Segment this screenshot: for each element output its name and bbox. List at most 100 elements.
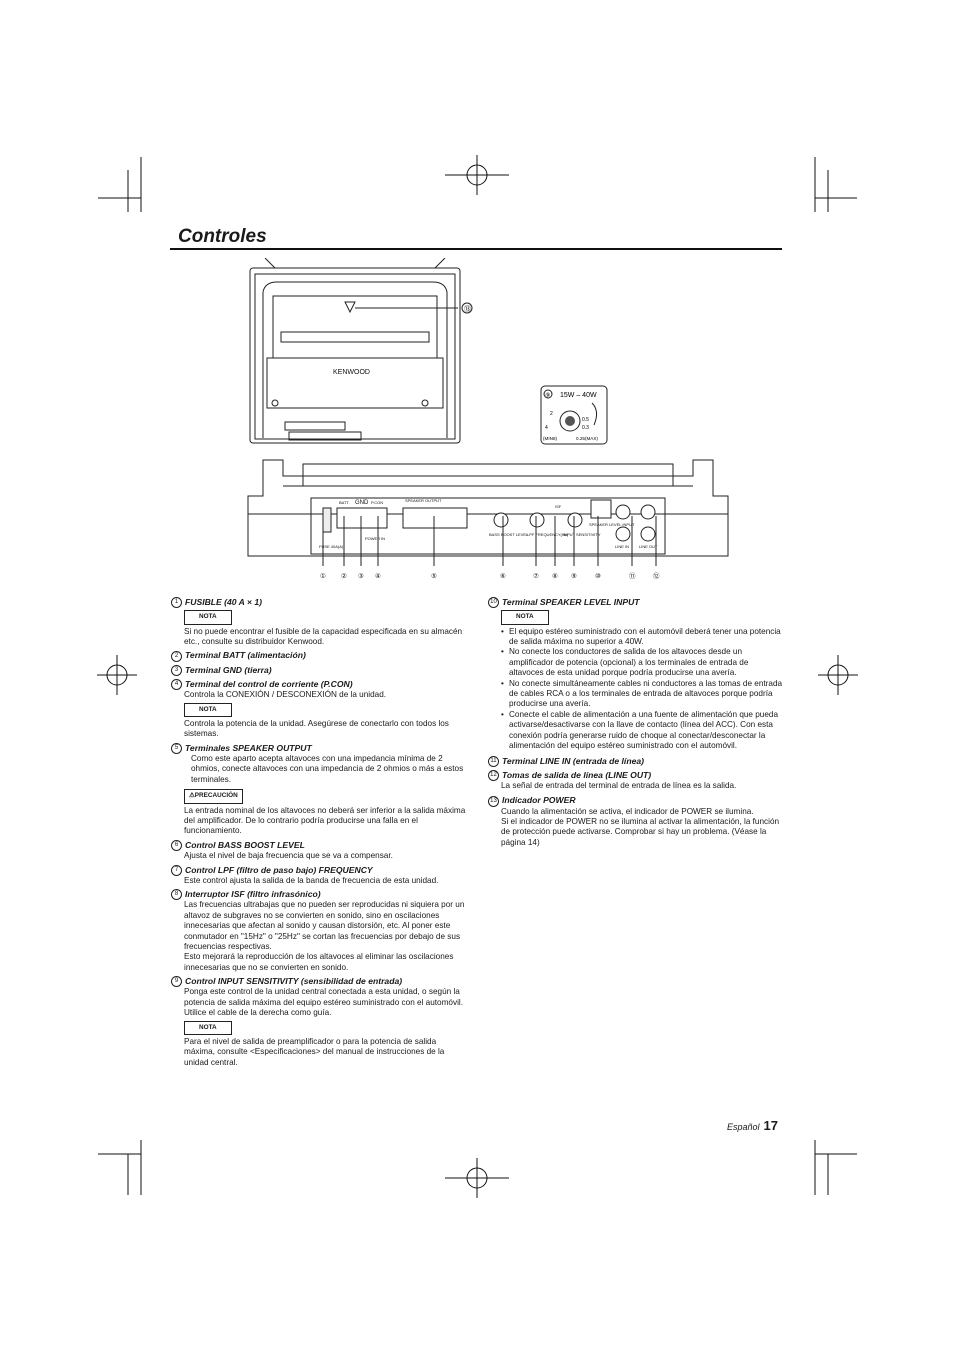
item-text: La señal de entrada del terminal de entr…: [501, 780, 737, 790]
panel-line-in: LINE IN: [615, 544, 629, 549]
item-heading: Terminal SPEAKER LEVEL INPUT: [502, 597, 640, 607]
panel-pcon: P.CON: [371, 500, 383, 505]
panel-gnd: GND: [355, 500, 369, 506]
panel-sens: INPUT SENSITIVITY: [563, 532, 601, 537]
item-text: La entrada nominal de los altavoces no d…: [184, 805, 466, 836]
note-badge: NOTA: [184, 702, 232, 717]
callout-12: ⑫: [653, 572, 660, 580]
sensitivity-knob-inset: ⑨ 15W – 40W 2 4 0.5 0.3 (MIN8) 0.25(MAX): [540, 385, 608, 445]
bullet-item: Conecte el cable de alimentación a una f…: [501, 710, 784, 752]
item-number: 12: [488, 769, 499, 781]
item-heading: Terminal BATT (alimentación): [185, 650, 306, 661]
item-number: 7: [171, 864, 182, 876]
item-number: 10: [488, 597, 499, 609]
callout-4: ④: [375, 572, 381, 580]
panel-line-out: LINE OUT: [639, 544, 658, 549]
inset-val-2: 2: [550, 411, 553, 417]
inset-range-label: 15W – 40W: [560, 392, 597, 399]
item-number: 6: [171, 840, 182, 852]
bullet-item: No conecte simultáneamente cables ni con…: [501, 679, 784, 710]
item-heading: Interruptor ISF (filtro infrasónico): [185, 889, 321, 900]
panel-isf: ISF: [555, 504, 562, 509]
callout-5: ⑤: [431, 572, 437, 580]
inset-val-03: 0.3: [582, 425, 589, 431]
inset-min: (MIN8): [543, 436, 558, 441]
note-badge: NOTA: [184, 610, 232, 625]
title-rule: [170, 248, 782, 250]
item-number: 11: [488, 755, 499, 767]
callout-11: ⑪: [629, 572, 636, 580]
item-text: Si no puede encontrar el fusible de la c…: [184, 626, 463, 647]
callout-13: ⑬: [464, 305, 471, 313]
item-number: 1: [171, 597, 182, 609]
inset-val-4: 4: [545, 425, 548, 431]
item-number: 3: [171, 664, 182, 676]
panel-fuse: FUSE 40A(A): [319, 544, 344, 549]
panel-speaker-output: SPEAKER OUTPUT: [405, 498, 442, 503]
item-text: Controla la CONEXIÓN / DESCONEXIÓN de la…: [184, 690, 387, 700]
item-number: 8: [171, 889, 182, 901]
item-text: Si el indicador de POWER no se ilumina a…: [501, 817, 780, 847]
item-heading: Terminal GND (tierra): [185, 664, 272, 675]
note-badge: NOTA: [184, 1020, 232, 1036]
panel-lpf: LPF FREQUENCY(Hz): [527, 532, 569, 537]
callout-10: ⑩: [595, 572, 601, 580]
inset-max: 0.25(MAX): [576, 436, 598, 441]
item-text: Cuando la alimentación se activa, el ind…: [501, 806, 754, 816]
item-text: Para el nivel de salida de preamplificad…: [184, 1037, 445, 1067]
item-number: 13: [488, 795, 499, 807]
brand-logo: KENWOOD: [333, 369, 370, 376]
callout-7: ⑦: [533, 572, 539, 580]
item-number: 9: [171, 976, 182, 988]
note-badge: NOTA: [501, 610, 549, 625]
item-heading: Terminales SPEAKER OUTPUT: [185, 742, 312, 753]
panel-bass: BASS BOOST LEVEL: [489, 532, 529, 537]
item-number: 4: [171, 679, 182, 691]
item-text: Esto mejorará la reproducción de los alt…: [184, 952, 454, 972]
amplifier-front-panel: BATT. GND P.CON SPEAKER OUTPUT FUSE 40A(…: [247, 459, 729, 580]
item-heading: Indicador POWER: [502, 795, 576, 806]
item-number: 5: [171, 743, 182, 755]
item-heading: Control LPF (filtro de paso bajo) FREQUE…: [185, 864, 373, 875]
amplifier-top-view: KENWOOD ⑬: [249, 258, 473, 444]
footer-language: Español: [727, 1122, 760, 1132]
item-text: Como este aparto acepta altavoces con un…: [191, 754, 464, 784]
item-text: Controla la potencia de la unidad. Asegú…: [184, 718, 449, 739]
item-text: Las frecuencias ultrabajas que no pueden…: [184, 900, 465, 951]
bullet-item: No conecte los conductores de salida de …: [501, 647, 784, 678]
callout-1: ①: [320, 572, 326, 580]
inset-num: ⑨: [545, 392, 550, 399]
item-text: Ponga este control de la unidad central …: [184, 987, 463, 1018]
item-heading: Control BASS BOOST LEVEL: [185, 839, 305, 850]
item-number: 2: [171, 650, 182, 662]
callout-6: ⑥: [500, 572, 506, 580]
page-number: 17: [763, 1118, 778, 1133]
callout-3: ③: [358, 572, 364, 580]
caution-badge: ⚠PRECAUCIÓN: [184, 789, 243, 804]
inset-val-05: 0.5: [582, 417, 589, 423]
panel-in: IN: [381, 536, 385, 541]
note-bullets: El equipo estéreo suministrado con el au…: [501, 627, 784, 752]
callout-9: ⑨: [571, 572, 577, 580]
item-heading: Control INPUT SENSITIVITY (sensibilidad …: [185, 976, 403, 987]
item-heading: Terminal del control de corriente (P.CON…: [185, 678, 353, 689]
item-heading: Terminal LINE IN (entrada de línea): [502, 755, 644, 766]
panel-batt: BATT.: [339, 500, 350, 505]
item-heading: Tomas de salida de línea (LINE OUT): [502, 769, 652, 780]
panel-spk-level: SPEAKER LEVEL INPUT: [589, 522, 635, 527]
